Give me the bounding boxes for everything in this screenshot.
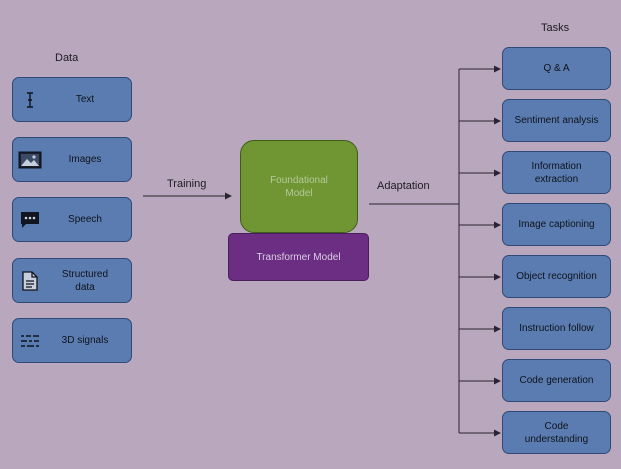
data-box-label: Images (68, 154, 102, 165)
task-label: Image captioning (518, 219, 595, 230)
tasks-heading: Tasks (541, 22, 570, 34)
task-label: Q & A (543, 63, 570, 74)
task-label: Instruction follow (519, 323, 594, 334)
foundational-model-box: Foundational Model (240, 140, 358, 233)
task-box-qa: Q & A (502, 47, 611, 90)
foundational-model-label: Foundational Model (270, 174, 328, 199)
signal-icon (13, 332, 47, 350)
task-label: Information extraction (531, 160, 582, 185)
data-box-label: Structured data (61, 268, 109, 293)
transformer-model-box: Transformer Model (228, 233, 369, 281)
document-icon (13, 270, 47, 291)
task-branch-arrows (459, 65, 501, 437)
data-box-label: Text (75, 94, 95, 105)
task-label: Code generation (519, 375, 594, 386)
data-box-structured-data: Structured data (12, 258, 132, 303)
task-box-instruction-follow: Instruction follow (502, 307, 611, 350)
data-box-label: 3D signals (61, 335, 109, 346)
data-box-speech: Speech (12, 197, 132, 242)
task-box-sentiment-analysis: Sentiment analysis (502, 99, 611, 142)
training-label: Training (167, 178, 207, 190)
task-label: Object recognition (516, 271, 597, 282)
task-box-code-understanding: Code understanding (502, 411, 611, 454)
data-box-text: Text (12, 77, 132, 122)
image-icon (13, 151, 47, 169)
data-heading: Data (55, 52, 79, 64)
task-label: Sentiment analysis (514, 115, 599, 126)
task-box-object-recognition: Object recognition (502, 255, 611, 298)
task-label: Code understanding (524, 420, 589, 445)
speech-bubble-icon (13, 211, 47, 229)
task-box-code-generation: Code generation (502, 359, 611, 402)
data-box-3d-signals: 3D signals (12, 318, 132, 363)
adaptation-label: Adaptation (377, 180, 430, 192)
data-box-label: Speech (68, 214, 102, 225)
data-box-images: Images (12, 137, 132, 182)
task-box-information-extraction: Information extraction (502, 151, 611, 194)
task-box-image-captioning: Image captioning (502, 203, 611, 246)
transformer-model-label: Transformer Model (256, 251, 341, 263)
text-cursor-icon (13, 91, 47, 109)
